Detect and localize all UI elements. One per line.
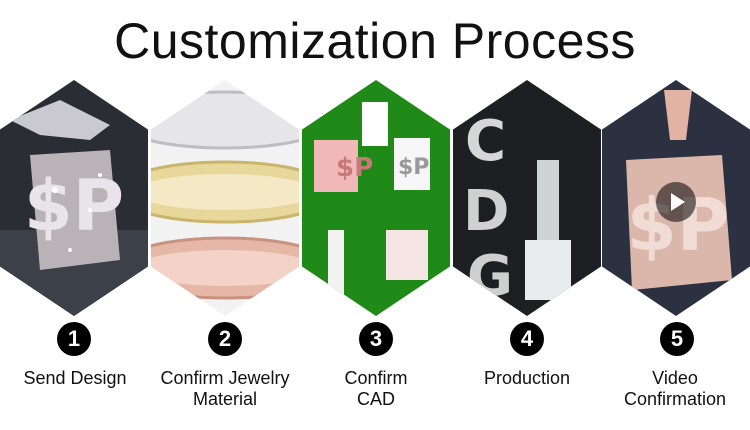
step-5-badge: 5 <box>660 322 694 356</box>
step-3-label: Confirm CAD <box>344 368 408 409</box>
play-icon[interactable] <box>656 182 696 222</box>
process-steps: $P $P $P C <box>0 80 750 420</box>
step-5-image: $P <box>602 80 750 316</box>
step-4-image: C D G <box>453 80 601 316</box>
step-4-badge: 4 <box>510 322 544 356</box>
page-title: Customization Process <box>114 13 636 69</box>
step-3-image: $P $P <box>302 80 450 316</box>
svg-text:$P: $P <box>336 153 373 183</box>
svg-text:C: C <box>465 109 506 174</box>
step-4-label: Production <box>483 368 571 388</box>
svg-text:$P: $P <box>398 155 429 180</box>
svg-text:D: D <box>463 179 509 244</box>
svg-text:G: G <box>467 244 513 309</box>
step-2-badge: 2 <box>208 322 242 356</box>
step-1-image: $P <box>0 80 148 316</box>
step-2-image <box>151 80 299 316</box>
step-2-label: Confirm Jewelry Material <box>160 368 290 409</box>
step-5-label: Video Confirmation <box>623 368 727 409</box>
step-1-label: Send Design <box>23 368 127 388</box>
step-1-badge: 1 <box>57 322 91 356</box>
step-3-badge: 3 <box>359 322 393 356</box>
svg-text:$P: $P <box>24 165 124 247</box>
